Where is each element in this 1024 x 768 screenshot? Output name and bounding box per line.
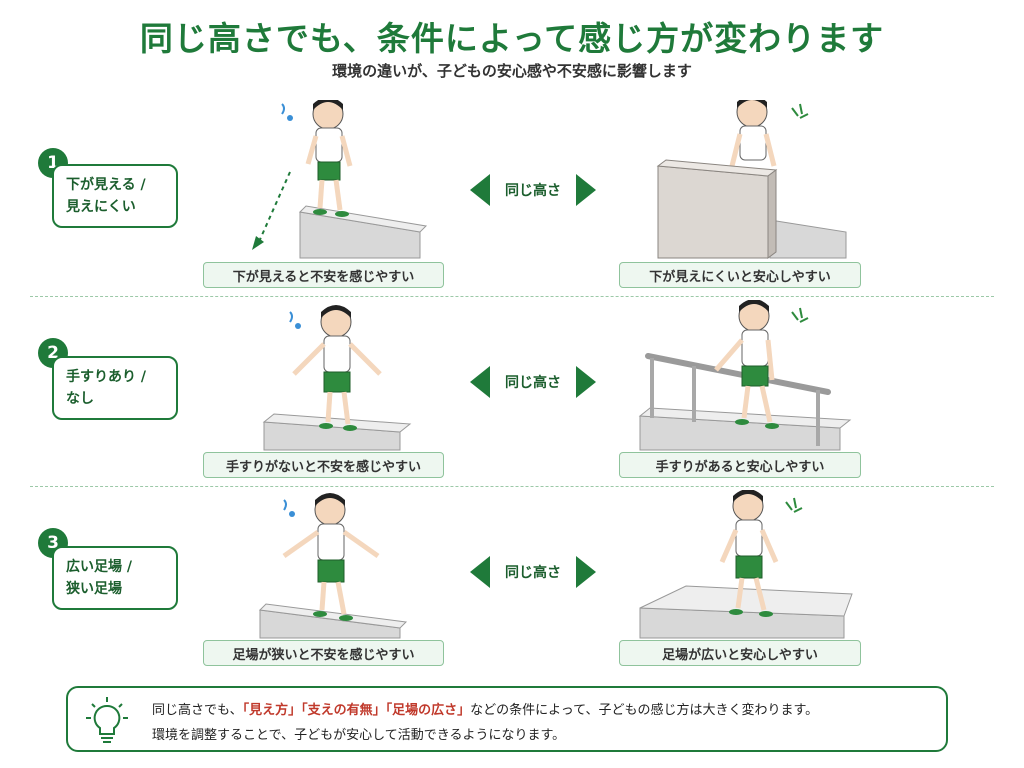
summary-line2: 環境を調整することで、子どもが安心して活動できるようになります。 xyxy=(152,728,566,743)
double-arrow-icon xyxy=(576,366,596,398)
row-label-line1: 手すりあり / xyxy=(66,369,146,385)
row-visibility: 1 下が見える / 見えにくい 下が見えると不安を感じやすい 同じ高さ xyxy=(0,100,1024,290)
boy-figure xyxy=(305,100,353,217)
lightbulb-icon xyxy=(86,697,128,743)
summary-highlight: 「支えの有無」 xyxy=(301,703,386,718)
row-label-line2: 狭い足場 xyxy=(66,581,122,597)
row-handrail: 2 手すりあり / なし 手すりがないと不安を感じやすい 同じ高さ xyxy=(0,300,1024,490)
double-arrow-icon xyxy=(470,174,490,206)
page-title: 同じ高さでも、条件によって感じ方が変わります xyxy=(139,19,885,58)
row-label: 下が見える / 見えにくい xyxy=(52,164,178,228)
summary-line1: 同じ高さでも、「見え方」「支えの有無」「足場の広さ」などの条件によって、子どもの… xyxy=(152,699,818,718)
row-divider xyxy=(30,296,994,297)
scene-visible-below xyxy=(252,100,428,259)
row-label-line2: なし xyxy=(66,391,94,407)
row-divider xyxy=(30,486,994,487)
boy-figure xyxy=(714,300,779,429)
row-label-line1: 広い足場 / xyxy=(66,559,132,575)
double-arrow-icon xyxy=(576,174,596,206)
same-height-indicator: 同じ高さ xyxy=(470,554,596,590)
scene-wide-footing xyxy=(639,490,853,639)
summary-text: 同じ高さでも、 xyxy=(152,703,243,718)
same-height-indicator: 同じ高さ xyxy=(470,364,596,400)
row-label: 広い足場 / 狭い足場 xyxy=(52,546,178,610)
double-arrow-icon xyxy=(576,556,596,588)
same-height-label: 同じ高さ xyxy=(505,183,561,199)
boy-figure xyxy=(719,490,779,617)
scene-hidden-below xyxy=(656,100,847,259)
same-height-label: 同じ高さ xyxy=(505,565,561,581)
scene-narrow-footing xyxy=(258,493,408,639)
boy-figure xyxy=(282,493,380,621)
summary-highlight: 「見え方」 xyxy=(242,703,302,718)
summary-text: などの条件によって、子どもの感じ方は大きく変わります。 xyxy=(470,703,819,718)
row-label-line2: 見えにくい xyxy=(66,199,136,215)
same-height-label: 同じ高さ xyxy=(505,375,561,391)
left-caption: 手すりがないと不安を感じやすい xyxy=(203,452,444,478)
right-caption: 足場が広いと安心しやすい xyxy=(619,640,861,666)
boy-figure xyxy=(729,100,777,167)
page-subtitle: 環境の違いが、子どもの安心感や不安感に影響します xyxy=(332,62,692,80)
scene-with-handrail xyxy=(638,300,852,451)
row-label-line1: 下が見える / xyxy=(66,177,146,193)
summary-box: 同じ高さでも、「見え方」「支えの有無」「足場の広さ」などの条件によって、子どもの… xyxy=(66,686,948,752)
handrail xyxy=(645,353,831,446)
row-footing-width: 3 広い足場 / 狭い足場 足場が狭いと不安を感じやすい 同じ高さ xyxy=(0,490,1024,680)
double-arrow-icon xyxy=(470,556,490,588)
same-height-indicator: 同じ高さ xyxy=(470,172,596,208)
row-label: 手すりあり / なし xyxy=(52,356,178,420)
left-caption: 足場が狭いと不安を感じやすい xyxy=(203,640,444,666)
scene-no-handrail xyxy=(262,305,412,451)
right-caption: 手すりがあると安心しやすい xyxy=(619,452,861,478)
double-arrow-icon xyxy=(470,366,490,398)
boy-figure xyxy=(292,305,382,431)
right-caption: 下が見えにくいと安心しやすい xyxy=(619,262,861,288)
left-caption: 下が見えると不安を感じやすい xyxy=(203,262,444,288)
summary-highlight: 「足場の広さ」 xyxy=(385,703,471,718)
